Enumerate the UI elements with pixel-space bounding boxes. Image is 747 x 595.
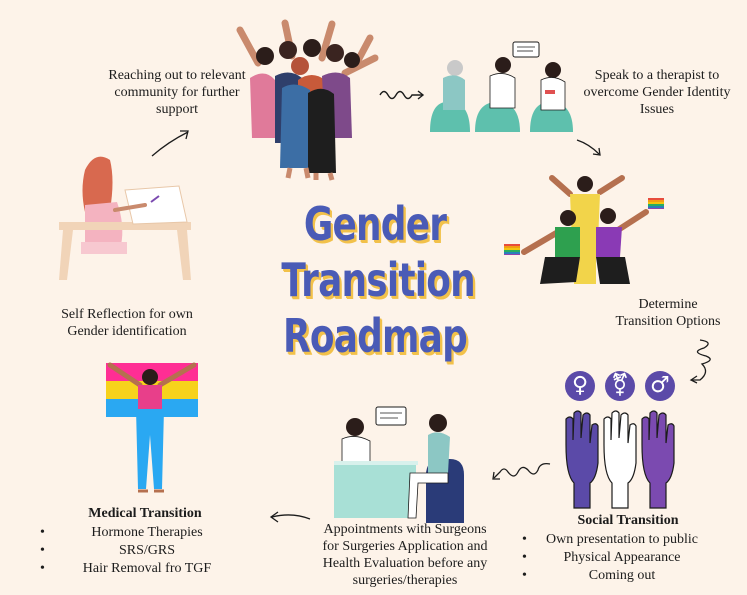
arrow-2 xyxy=(576,139,601,156)
title-line-3: Roadmap xyxy=(282,309,468,363)
flag-person-illustration xyxy=(106,362,198,493)
step-self-reflection-line-1: Self Reflection for own xyxy=(61,307,193,322)
title-line-2: Transition xyxy=(281,253,475,307)
step-community: Reaching out to relevant community for f… xyxy=(82,67,272,118)
community-crowd-illustration xyxy=(236,19,379,181)
self-reflection-illustration xyxy=(59,156,191,280)
raised-hands-illustration xyxy=(565,410,675,509)
step-appointments-line-1: Appointments with Surgeons xyxy=(323,522,487,537)
squiggle-arrow-1 xyxy=(379,90,425,100)
arrow-5 xyxy=(269,511,311,523)
step-therapist-line-2: overcome Gender Identity xyxy=(583,85,731,100)
step-options: Determine Transition Options xyxy=(598,296,738,330)
social-transition-item: Coming out xyxy=(522,567,720,585)
step-appointments: Appointments with Surgeons for Surgeries… xyxy=(302,521,508,589)
arrow-6 xyxy=(151,130,189,157)
title-line-1: Gender xyxy=(303,197,447,251)
social-transition-item: Physical Appearance xyxy=(522,549,720,567)
medical-transition-heading: Medical Transition xyxy=(88,506,202,521)
step-therapist-line-1: Speak to a therapist to xyxy=(594,68,720,83)
social-transition-list: Own presentation to public Physical Appe… xyxy=(522,531,720,585)
step-appointments-line-2: for Surgeries Application and xyxy=(322,539,488,554)
social-transition-heading: Social Transition xyxy=(577,513,679,528)
step-community-line-3: support xyxy=(156,102,198,117)
female-symbol-icon: ♀ xyxy=(565,371,595,401)
step-self-reflection-line-2: Gender identification xyxy=(67,324,187,339)
transgender-symbol-icon: ⚧ xyxy=(605,371,635,401)
step-community-line-2: community for further xyxy=(114,85,240,100)
step-therapist: Speak to a therapist to overcome Gender … xyxy=(572,67,742,118)
social-transition-item: Own presentation to public xyxy=(522,531,720,549)
step-options-line-1: Determine xyxy=(638,297,698,312)
step-appointments-line-4: surgeries/therapies xyxy=(352,573,458,588)
roadmap-title: Gender Transition Roadmap xyxy=(281,196,475,364)
male-symbol-icon: ♂ xyxy=(645,371,675,401)
step-options-line-2: Transition Options xyxy=(615,314,721,329)
step-therapist-line-3: Issues xyxy=(639,102,675,117)
therapy-session-illustration xyxy=(430,41,573,132)
medical-transition-item: Hair Removal fro TGF xyxy=(40,560,252,578)
doctor-consultation-illustration xyxy=(334,406,464,523)
celebration-illustration xyxy=(504,175,664,284)
squiggle-arrow-4 xyxy=(492,462,551,480)
step-self-reflection: Self Reflection for own Gender identific… xyxy=(42,306,212,340)
medical-transition-item: SRS/GRS xyxy=(40,542,252,560)
step-appointments-line-3: Health Evaluation before any xyxy=(322,556,488,571)
medical-transition-item: Hormone Therapies xyxy=(40,524,252,542)
medical-transition-list: Hormone Therapies SRS/GRS Hair Removal f… xyxy=(40,524,252,578)
step-community-line-1: Reaching out to relevant xyxy=(108,68,246,83)
squiggle-arrow-3 xyxy=(689,339,711,384)
